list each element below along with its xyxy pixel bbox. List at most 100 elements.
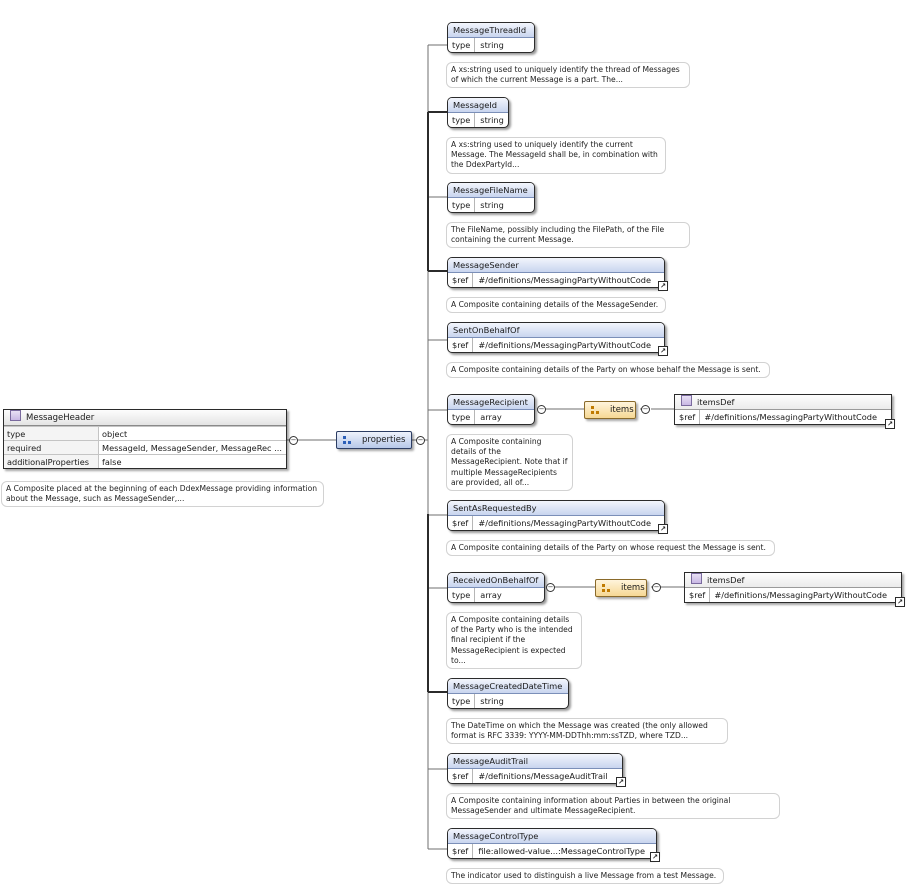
external-ref-icon[interactable]: ↗ [658, 524, 668, 534]
property-ref-row: $ref #/definitions/MessagingPartyWithoutC… [448, 516, 664, 530]
attribute-row-required: required MessageId, MessageSender, Messa… [4, 440, 286, 455]
property-key: type [448, 694, 476, 708]
property-node-message-file-name[interactable]: MessageFileName type string [447, 182, 535, 213]
property-node-message-control-type[interactable]: MessageControlType $ref file:allowed-valu… [447, 828, 657, 859]
property-ref-row: $ref #/definitions/MessagingPartyWithoutC… [448, 338, 664, 352]
items-def-ref-key: $ref [675, 410, 701, 424]
attribute-key: required [4, 440, 99, 455]
root-node-title: MessageHeader [26, 413, 95, 423]
property-key: $ref [448, 769, 474, 783]
property-node-message-sender[interactable]: MessageSender $ref #/definitions/Messagin… [447, 257, 665, 288]
property-name: MessageControlType [448, 829, 656, 844]
attribute-value: MessageId, MessageSender, MessageRec ... [98, 440, 286, 455]
items-def-ref-row: $ref#/definitions/MessagingPartyWithoutC… [685, 588, 901, 602]
property-name: MessageFileName [448, 183, 534, 198]
items-node[interactable]: items [595, 579, 647, 597]
root-node-header: MessageHeader [4, 410, 286, 426]
collapse-root-toggle[interactable]: − [289, 436, 298, 445]
property-type-row: type string [448, 198, 534, 212]
property-value: #/definitions/MessagingPartyWithoutCode [478, 275, 651, 285]
property-annotation: The FileName, possibly including the Fil… [446, 222, 690, 249]
external-ref-icon[interactable]: ↗ [658, 281, 668, 291]
property-name: ReceivedOnBehalfOf [448, 573, 544, 588]
property-key: $ref [448, 338, 474, 352]
items-def-header: itemsDef [685, 573, 901, 588]
property-ref-row: $ref #/definitions/MessagingPartyWithoutC… [448, 273, 664, 287]
items-def-label: itemsDef [707, 575, 745, 585]
property-type-row: type string [448, 694, 568, 708]
property-type-row: type string [448, 38, 534, 52]
property-key: type [448, 38, 476, 52]
property-key: $ref [448, 516, 474, 530]
property-ref-row: $ref file:allowed-value...:MessageControl… [448, 844, 656, 858]
external-ref-icon[interactable]: ↗ [650, 852, 660, 862]
items-node[interactable]: items [584, 401, 636, 419]
property-annotation: The DateTime on which the Message was cr… [446, 718, 728, 745]
object-icon [691, 573, 702, 584]
property-value: string [480, 40, 504, 50]
collapse-received-on-behalf-of-toggle[interactable]: − [546, 583, 555, 592]
property-value: string [480, 200, 504, 210]
property-value: array [480, 590, 502, 600]
property-annotation: A Composite containing details of the Me… [446, 434, 573, 492]
items-label: items [621, 583, 645, 593]
external-ref-icon[interactable]: ↗ [658, 346, 668, 356]
items-def-header: itemsDef [675, 395, 891, 410]
properties-node[interactable]: properties [336, 431, 412, 449]
property-key: $ref [448, 844, 474, 858]
properties-icon [343, 436, 351, 444]
items-def-node[interactable]: itemsDef $ref#/definitions/MessagingPart… [684, 572, 902, 603]
property-node-sent-as-requested-by[interactable]: SentAsRequestedBy $ref #/definitions/Mess… [447, 500, 665, 531]
property-name: MessageSender [448, 258, 664, 273]
property-annotation: A xs:string used to uniquely identify th… [446, 62, 690, 89]
external-ref-icon[interactable]: ↗ [895, 597, 905, 607]
root-node-attributes: type object required MessageId, MessageS… [4, 426, 286, 468]
property-key: type [448, 113, 476, 127]
items-def-label: itemsDef [697, 397, 735, 407]
property-annotation: A xs:string used to uniquely identify th… [446, 137, 666, 174]
property-annotation: The indicator used to distinguish a live… [446, 868, 724, 885]
collapse-properties-toggle[interactable]: − [416, 436, 425, 445]
root-node-message-header[interactable]: MessageHeader type object required Messa… [3, 409, 287, 469]
collapse-items-toggle[interactable]: − [652, 583, 661, 592]
collapse-message-recipient-toggle[interactable]: − [537, 405, 546, 414]
attribute-value: false [98, 454, 286, 468]
property-name: SentOnBehalfOf [448, 323, 664, 338]
property-name: MessageThreadId [448, 23, 534, 38]
items-def-node[interactable]: itemsDef $ref#/definitions/MessagingPart… [674, 394, 892, 425]
property-type-row: type array [448, 410, 534, 424]
property-name: SentAsRequestedBy [448, 501, 664, 516]
attribute-row-additional-properties: additionalProperties false [4, 454, 286, 468]
items-label: items [610, 405, 634, 415]
property-key: type [448, 198, 476, 212]
property-key: type [448, 410, 476, 424]
property-node-message-thread-id[interactable]: MessageThreadId type string [447, 22, 535, 53]
property-annotation: A Composite containing details of the Me… [446, 297, 666, 314]
external-ref-icon[interactable]: ↗ [616, 777, 626, 787]
collapse-items-toggle[interactable]: − [641, 405, 650, 414]
property-value: #/definitions/MessagingPartyWithoutCode [478, 340, 651, 350]
attribute-key: type [4, 426, 99, 441]
property-node-sent-on-behalf-of[interactable]: SentOnBehalfOf $ref #/definitions/Messagi… [447, 322, 665, 353]
property-key: $ref [448, 273, 474, 287]
property-value: file:allowed-value...:MessageControlType [478, 846, 646, 856]
property-name: MessageId [448, 98, 508, 113]
root-node-annotation: A Composite placed at the beginning of e… [1, 481, 324, 508]
attribute-value: object [98, 426, 286, 441]
property-value: string [480, 696, 504, 706]
property-name: MessageAuditTrail [448, 754, 622, 769]
property-value: #/definitions/MessagingPartyWithoutCode [478, 518, 651, 528]
property-value: array [480, 412, 502, 422]
object-icon [681, 395, 692, 406]
external-ref-icon[interactable]: ↗ [885, 419, 895, 429]
attribute-key: additionalProperties [4, 454, 99, 468]
property-node-message-audit-trail[interactable]: MessageAuditTrail $ref#/definitions/Mess… [447, 753, 623, 784]
property-annotation: A Composite containing details of the Pa… [446, 362, 770, 379]
items-icon [602, 584, 610, 592]
